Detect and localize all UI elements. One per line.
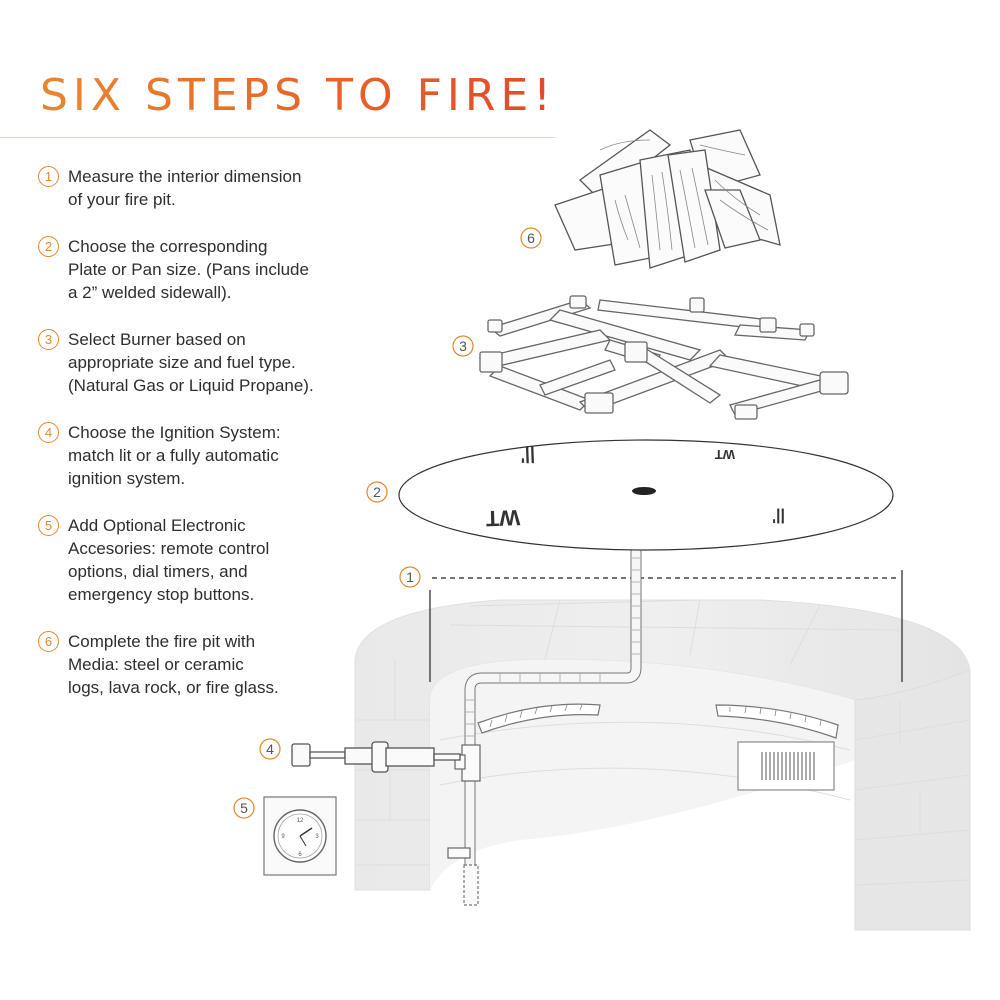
fire-pit-wall bbox=[354, 599, 971, 931]
callout-4-label: 4 bbox=[266, 741, 274, 757]
callout-3-label: 3 bbox=[459, 338, 467, 354]
callout-4: 4 bbox=[259, 738, 281, 760]
burner-assembly bbox=[478, 295, 849, 420]
step-number-1: 1 bbox=[38, 166, 59, 187]
step-number-5: 5 bbox=[38, 515, 59, 536]
step-1: 1 Measure the interior dimension of your… bbox=[38, 165, 368, 211]
timer-mark-9: 9 bbox=[281, 834, 285, 840]
page-title: SIX STEPS TO FIRE! bbox=[40, 70, 556, 121]
step-text-4: Choose the Ignition System: match lit or… bbox=[68, 423, 281, 488]
callout-5: 5 bbox=[233, 797, 255, 819]
callout-3: 3 bbox=[452, 335, 474, 357]
timer-mark-3: 3 bbox=[315, 834, 319, 840]
step-3: 3 Select Burner based on appropriate siz… bbox=[38, 328, 368, 397]
ignition-valve-key bbox=[291, 741, 461, 773]
step-number-4: 4 bbox=[38, 422, 59, 443]
callout-1: 1 bbox=[399, 566, 421, 588]
step-text-3: Select Burner based on appropriate size … bbox=[68, 330, 314, 395]
step-6: 6 Complete the fire pit with Media: stee… bbox=[38, 630, 368, 699]
callout-2: 2 bbox=[366, 481, 388, 503]
timer-mark-6: 6 bbox=[298, 852, 302, 858]
title-divider bbox=[0, 137, 555, 138]
step-text-6: Complete the fire pit with Media: steel … bbox=[68, 632, 279, 697]
callout-2-label: 2 bbox=[373, 484, 381, 500]
step-2: 2 Choose the corresponding Plate or Pan … bbox=[38, 235, 368, 304]
fire-pit-plate: WT ||' WT ||' bbox=[398, 439, 894, 551]
ceramic-logs bbox=[554, 129, 781, 269]
callout-6-label: 6 bbox=[527, 230, 535, 246]
step-number-6: 6 bbox=[38, 631, 59, 652]
step-5: 5 Add Optional Electronic Accesories: re… bbox=[38, 514, 368, 606]
plate-marking-b: ||' bbox=[520, 446, 535, 466]
step-number-3: 3 bbox=[38, 329, 59, 350]
step-text-2: Choose the corresponding Plate or Pan si… bbox=[68, 237, 309, 302]
measurement-guide bbox=[429, 570, 903, 682]
plate-marking-c: WT bbox=[715, 447, 735, 462]
step-text-1: Measure the interior dimension of your f… bbox=[68, 167, 302, 209]
callout-6: 6 bbox=[520, 227, 542, 249]
dial-timer: 12 3 6 9 bbox=[263, 796, 337, 876]
plate-marking-d: ||' bbox=[772, 508, 785, 525]
step-4: 4 Choose the Ignition System: match lit … bbox=[38, 421, 368, 490]
steps-list: 1 Measure the interior dimension of your… bbox=[38, 165, 368, 723]
gas-line bbox=[447, 494, 642, 906]
step-number-2: 2 bbox=[38, 236, 59, 257]
callout-1-label: 1 bbox=[406, 569, 414, 585]
step-text-5: Add Optional Electronic Accesories: remo… bbox=[68, 516, 270, 604]
timer-mark-12: 12 bbox=[297, 818, 304, 824]
callout-5-label: 5 bbox=[240, 800, 248, 816]
plate-marking-a: WT bbox=[485, 505, 521, 531]
